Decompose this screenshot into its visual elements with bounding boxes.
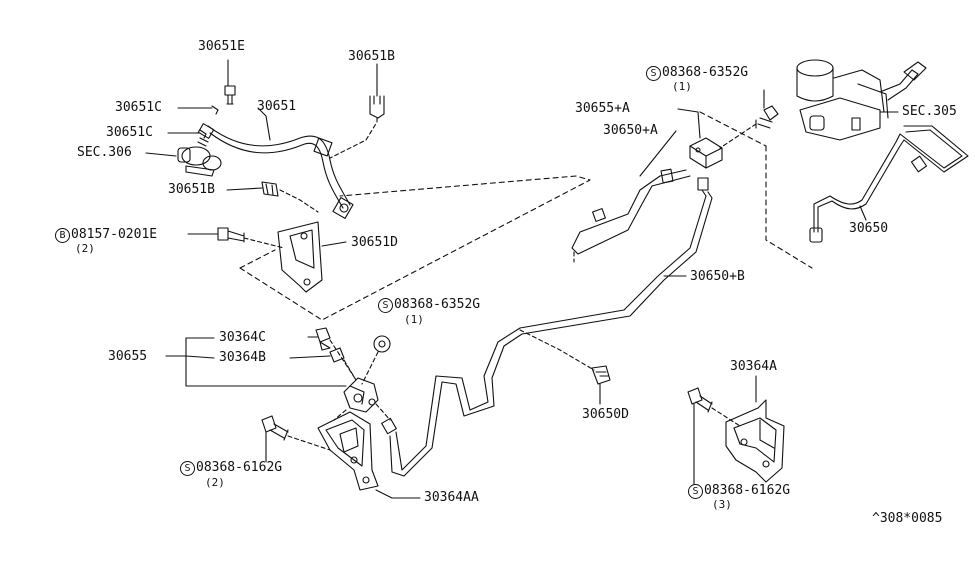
label-30650B: 30650+B xyxy=(690,269,745,284)
label-s-6352-mid-qty: (1) xyxy=(404,313,424,326)
s-symbol: S xyxy=(646,66,661,81)
label-30650A: 30650+A xyxy=(603,123,658,138)
clip-30364C xyxy=(315,327,331,351)
bolt-08368-6162G-left xyxy=(261,415,289,441)
clip-30651B-upper xyxy=(369,95,385,119)
clip-30651C-lower xyxy=(199,129,207,139)
master-cylinder xyxy=(796,59,927,141)
label-30651B-upper: 30651B xyxy=(348,49,395,64)
b-symbol: B xyxy=(55,228,70,243)
bolt-08157-0201E xyxy=(217,227,245,243)
bolt-30364B xyxy=(329,347,345,363)
label-bolt-08157-qty: (2) xyxy=(75,242,95,255)
label-30655A: 30655+A xyxy=(575,101,630,116)
bleeder-08368-6352G xyxy=(373,335,391,353)
connector-30655A xyxy=(689,137,723,169)
label-30651D: 30651D xyxy=(351,235,398,250)
bracket-30364A xyxy=(725,399,785,483)
label-s-6162-left-qty: (2) xyxy=(205,476,225,489)
s-6162-left-number: 08368-6162G xyxy=(196,460,283,475)
label-s-6352-upper-qty: (1) xyxy=(672,80,692,93)
clutch-hose-30651 xyxy=(207,125,354,219)
bolt-08368-6162G-right xyxy=(687,387,713,413)
label-30651C-upper: 30651C xyxy=(115,100,162,115)
label-30651C-lower: 30651C xyxy=(106,125,153,140)
bolt-08368-6352G-upper xyxy=(755,105,779,129)
tube-30650A xyxy=(571,168,691,255)
bracket-30364AA xyxy=(317,411,379,491)
tube-30650 xyxy=(809,125,969,243)
s-symbol-left: S xyxy=(180,461,195,476)
label-30651: 30651 xyxy=(257,99,297,114)
s-symbol-right: S xyxy=(688,484,703,499)
clip-30651C-upper xyxy=(211,105,219,115)
s-6352-mid-number: 08368-6352G xyxy=(394,297,481,312)
s-6352-upper-number: 08368-6352G xyxy=(662,65,749,80)
label-30655: 30655 xyxy=(108,349,148,364)
clip-30650D xyxy=(591,365,611,385)
label-sec-306: SEC.306 xyxy=(77,145,132,160)
label-30651E: 30651E xyxy=(198,39,245,54)
sec-306-fitting xyxy=(177,123,222,177)
label-30364C: 30364C xyxy=(219,330,266,345)
diagram-reference-code: ^308*0085 xyxy=(872,511,943,526)
clip-30651B-lower xyxy=(261,181,279,197)
label-30650D: 30650D xyxy=(582,407,629,422)
label-30651B-lower: 30651B xyxy=(168,182,215,197)
label-sec-305: SEC.305 xyxy=(902,104,957,119)
bolt-30651E xyxy=(224,85,236,105)
bolt-08157-number: 08157-0201E xyxy=(71,227,158,242)
operating-cylinder-30655 xyxy=(343,377,379,413)
bracket-30651D xyxy=(277,221,323,293)
leader-lines xyxy=(145,59,899,499)
label-30364B: 30364B xyxy=(219,350,266,365)
tube-30650B xyxy=(381,177,713,477)
label-30364AA: 30364AA xyxy=(424,490,479,505)
label-30364A: 30364A xyxy=(730,359,777,374)
label-s-6162-right-qty: (3) xyxy=(712,498,732,511)
s-symbol-mid: S xyxy=(378,298,393,313)
s-6162-right-number: 08368-6162G xyxy=(704,483,791,498)
label-30650: 30650 xyxy=(849,221,889,236)
